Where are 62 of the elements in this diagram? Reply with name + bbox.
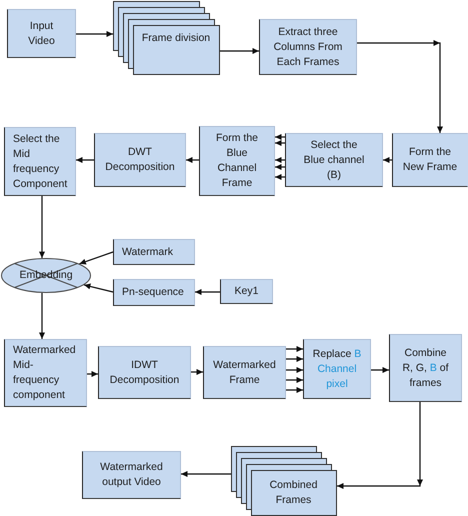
process-box — [82, 451, 181, 499]
arrow — [181, 471, 231, 477]
arrow — [371, 367, 389, 373]
step-label: Watermarked Frame — [212, 358, 277, 388]
frame-stack — [231, 446, 337, 516]
step-label: Select the Mid frequency Component — [13, 132, 68, 192]
arrow — [191, 369, 203, 375]
process-box — [7, 9, 76, 58]
process-box — [4, 339, 87, 407]
process-box — [113, 279, 195, 306]
process-box — [389, 334, 462, 402]
step-label: Combined Frames — [268, 478, 318, 508]
arrow — [87, 371, 98, 377]
arrow — [286, 356, 303, 362]
step-label: Combine R, G, B of frames — [401, 346, 450, 390]
arrow — [186, 157, 199, 163]
step-label: IDWT Decomposition — [108, 358, 180, 388]
process-box — [113, 239, 195, 265]
arrow — [275, 174, 285, 180]
process-box — [392, 133, 468, 187]
process-box — [203, 346, 286, 399]
arrow — [195, 289, 220, 295]
process-box — [220, 279, 273, 304]
process-box — [259, 19, 357, 75]
arrow — [39, 292, 45, 339]
arrow — [84, 284, 114, 293]
frame-stack — [113, 1, 220, 75]
step-label: DWT Decomposition — [104, 145, 176, 175]
process-box — [98, 346, 191, 399]
arrow — [79, 251, 114, 264]
step-label: Input Video — [27, 18, 56, 48]
process-box — [303, 339, 371, 399]
arrow — [286, 367, 303, 373]
step-label: Watermark — [122, 244, 173, 260]
process-box — [199, 126, 275, 196]
arrow — [76, 31, 113, 37]
arrow — [383, 157, 392, 163]
arrow — [275, 134, 285, 140]
arrow — [286, 346, 303, 352]
arrow — [275, 157, 285, 163]
arrow — [275, 140, 285, 146]
process-box — [94, 133, 186, 187]
process-box — [285, 133, 383, 187]
process-box — [4, 127, 76, 196]
arrow — [39, 196, 45, 258]
arrow — [337, 402, 423, 489]
step-label: Watermarked Mid- frequency component — [13, 343, 77, 403]
step-label: Pn-sequence — [122, 285, 184, 300]
arrow — [286, 387, 303, 393]
step-label: Extract three Columns From Each Frames — [272, 24, 344, 70]
arrow — [76, 157, 94, 163]
step-label: Replace B Channel pixel — [312, 346, 362, 392]
arrow — [275, 164, 285, 170]
step-label: Frame division — [142, 31, 210, 46]
arrow — [357, 40, 443, 133]
step-label: Key1 — [234, 284, 258, 299]
step-label: Watermarked output Video — [99, 460, 164, 490]
step-label: Form the New Frame — [402, 145, 458, 175]
arrow — [220, 48, 259, 54]
arrow — [286, 377, 303, 383]
step-label: Form the Blue Channel Frame — [214, 131, 259, 191]
step-label: Select the Blue channel (B) — [302, 138, 366, 182]
